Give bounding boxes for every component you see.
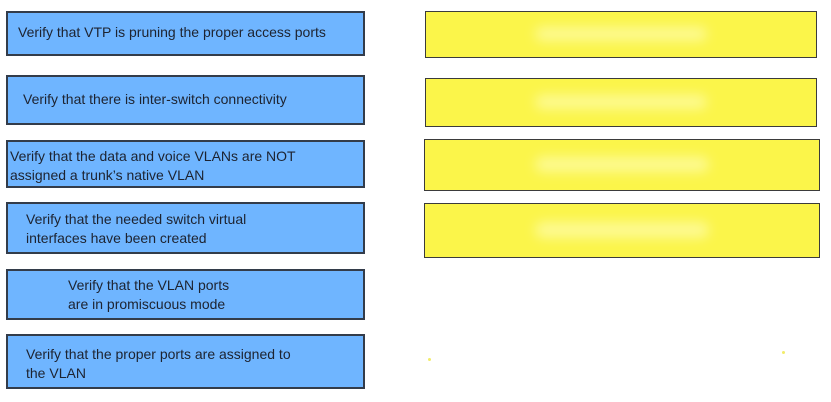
blurred-answer bbox=[535, 27, 707, 41]
option-svi-created[interactable]: Verify that the needed switch virtual in… bbox=[6, 202, 365, 254]
drop-target-5[interactable] bbox=[424, 270, 820, 320]
option-inter-switch-connectivity[interactable]: Verify that there is inter-switch connec… bbox=[6, 75, 365, 125]
option-label: Verify that the needed switch virtual in… bbox=[26, 211, 247, 246]
option-label: Verify that the data and voice VLANs are… bbox=[10, 148, 296, 183]
drop-target-4[interactable] bbox=[424, 203, 820, 258]
drop-target-3[interactable] bbox=[424, 139, 820, 191]
speck-mark bbox=[428, 358, 431, 361]
drop-target-2[interactable] bbox=[425, 78, 817, 127]
option-label: Verify that there is inter-switch connec… bbox=[23, 91, 287, 107]
option-ports-assigned[interactable]: Verify that the proper ports are assigne… bbox=[6, 334, 365, 389]
option-label: Verify that VTP is pruning the proper ac… bbox=[18, 24, 326, 40]
option-native-vlan-check[interactable]: Verify that the data and voice VLANs are… bbox=[6, 140, 365, 188]
speck-mark bbox=[782, 351, 785, 354]
blurred-answer bbox=[535, 157, 709, 172]
drop-target-6[interactable] bbox=[424, 334, 820, 389]
option-promiscuous-mode[interactable]: Verify that the VLAN ports are in promis… bbox=[6, 269, 365, 320]
option-label: Verify that the proper ports are assigne… bbox=[26, 346, 291, 381]
blurred-answer bbox=[535, 94, 707, 110]
option-vtp-pruning[interactable]: Verify that VTP is pruning the proper ac… bbox=[6, 11, 365, 56]
blurred-answer bbox=[535, 222, 709, 238]
drop-target-1[interactable] bbox=[425, 11, 817, 58]
option-label: Verify that the VLAN ports are in promis… bbox=[68, 277, 230, 312]
